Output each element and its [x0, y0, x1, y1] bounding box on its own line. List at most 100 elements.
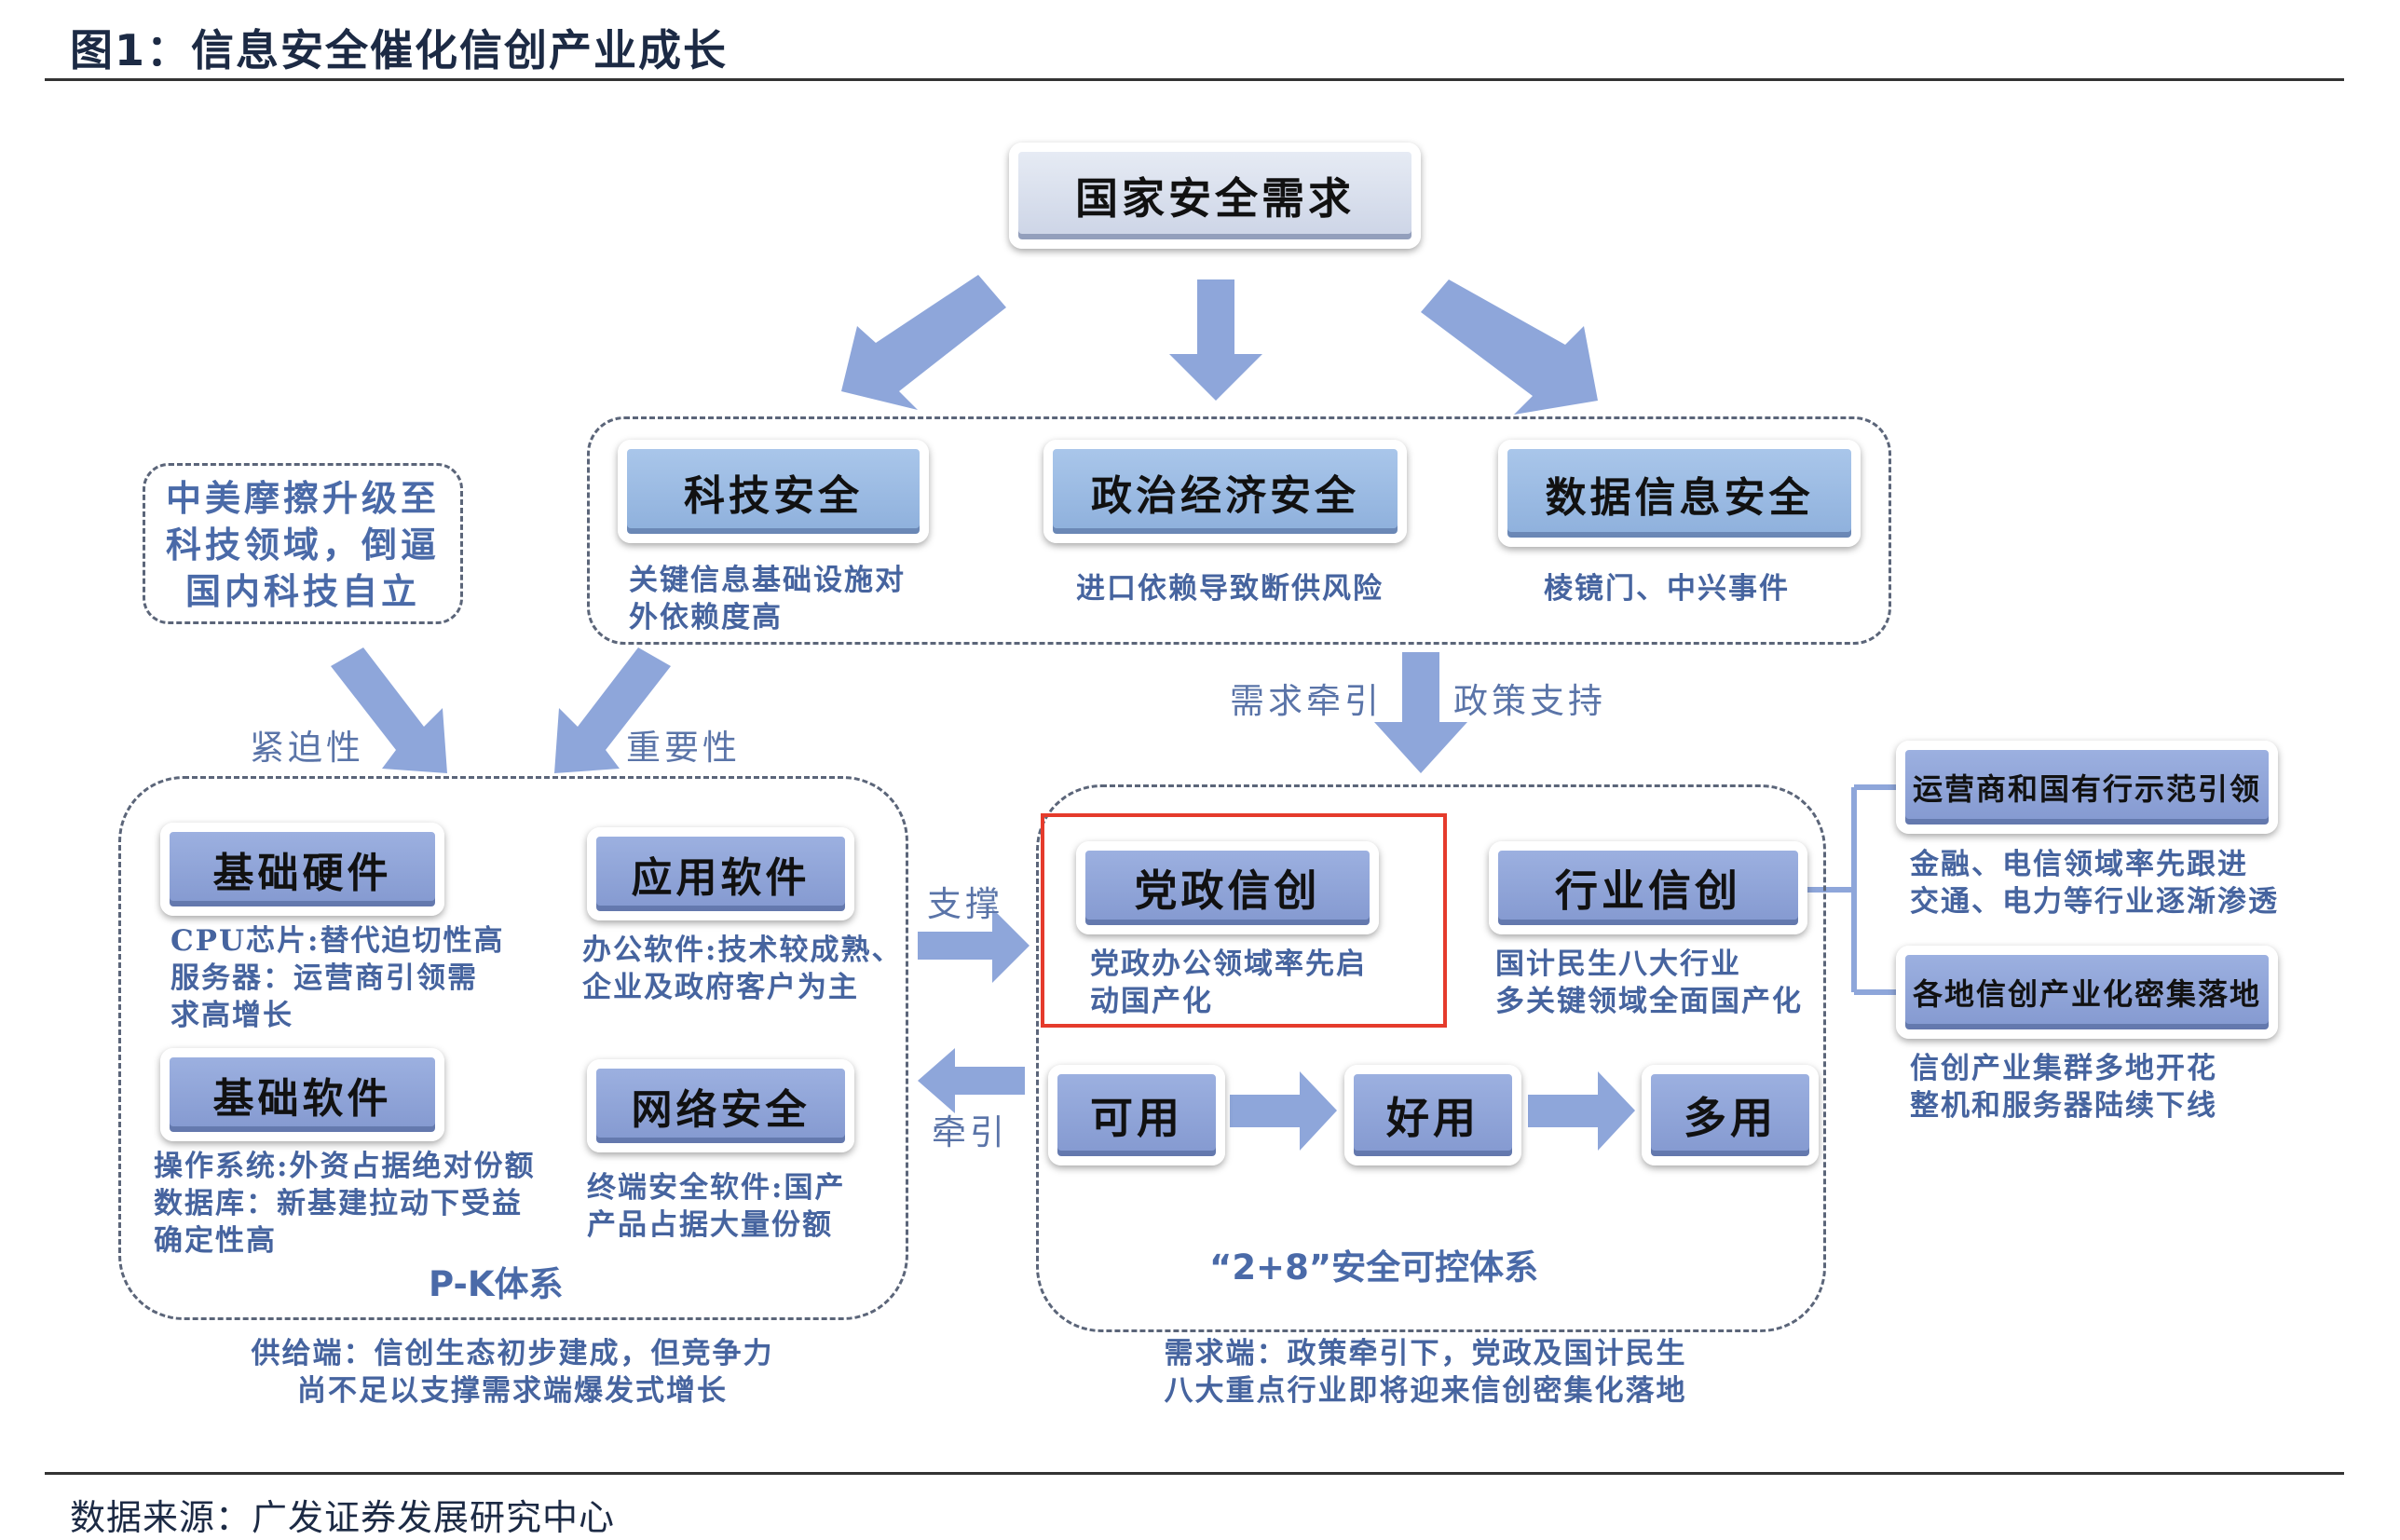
importance-label: 重要性	[626, 728, 741, 768]
caption-line: 棱镜门、中兴事件	[1544, 572, 1790, 606]
caption-line: 确定性高	[154, 1224, 277, 1258]
security-types-container	[587, 416, 1891, 645]
system-2-8-container	[1036, 784, 1826, 1332]
political-economic-security-box: 政治经济安全	[1043, 440, 1407, 543]
industry-xinchuang-box: 行业信创	[1489, 841, 1807, 934]
caption-line: 党政办公领域率先启	[1090, 947, 1367, 981]
network-security-box: 网络安全	[587, 1059, 854, 1152]
arrow-urgency	[331, 647, 447, 773]
stage-good-label: 好用	[1386, 1093, 1480, 1143]
trade-war-text: 中美摩擦升级至 科技领域，倒逼 国内科技自立	[152, 475, 454, 615]
tech-security-label: 科技安全	[684, 471, 863, 520]
regional-industrialization-box: 各地信创产业化密集落地	[1896, 946, 2278, 1039]
political-economic-security-caption: 进口依赖导致断供风险	[1076, 570, 1384, 607]
basic-hardware-box: 基础硬件	[160, 823, 444, 916]
stage-good-box: 好用	[1344, 1065, 1521, 1165]
pk-system-container	[118, 776, 908, 1320]
arrow-pull	[918, 1048, 1025, 1113]
support-label: 支撑	[927, 884, 1003, 924]
national-security-demand-label: 国家安全需求	[1075, 173, 1355, 224]
basic-hardware-caption: CPU芯片:替代迫切性高 服务器：运营商引领需 求高增长	[170, 922, 504, 1034]
pull-label: 牵引	[932, 1112, 1008, 1152]
regional-industrialization-label: 各地信创产业化密集落地	[1912, 976, 2261, 1012]
caption-line: 关键信息基础设施对	[629, 564, 906, 597]
stage-usable-box: 可用	[1048, 1065, 1225, 1165]
caption-line: 企业及政府客户为主	[582, 971, 859, 1004]
data-source: 数据来源：广发证券发展研究中心	[70, 1497, 616, 1538]
arrow-to-tech-security	[841, 275, 1006, 410]
arrow-to-political-security	[1169, 279, 1262, 401]
operators-state-banks-label: 运营商和国有行示范引领	[1912, 771, 2261, 807]
stage-widely-used-box: 多用	[1642, 1065, 1819, 1165]
operators-state-banks-box: 运营商和国有行示范引领	[1896, 741, 2278, 834]
application-software-label: 应用软件	[631, 854, 811, 902]
industry-caption: 国计民生八大行业 多关键领域全面国产化	[1495, 946, 1803, 1020]
caption-line: 外依赖度高	[629, 601, 783, 634]
national-security-demand-box: 国家安全需求	[1009, 143, 1421, 249]
party-gov-caption: 党政办公领域率先启 动国产化	[1090, 946, 1367, 1020]
caption-line: 金融、电信领域率先跟进	[1910, 848, 2248, 881]
policy-support-label: 政策支持	[1453, 681, 1606, 721]
data-security-label: 数据信息安全	[1545, 473, 1814, 522]
tech-security-box: 科技安全	[618, 440, 929, 543]
highlight-frame	[1041, 813, 1447, 1028]
arrow-to-data-security	[1421, 279, 1598, 415]
supply-side-footer: 供给端：信创生态初步建成，但竞争力 尚不足以支撑需求端爆发式增长	[233, 1335, 792, 1410]
caption-line: 办公软件:技术较成熟、	[582, 934, 903, 967]
application-software-caption: 办公软件:技术较成熟、 企业及政府客户为主	[582, 932, 902, 1006]
stage-widely-used-label: 多用	[1684, 1093, 1777, 1143]
basic-software-label: 基础软件	[212, 1075, 392, 1123]
caption-line: 交通、电力等行业逐渐渗透	[1910, 885, 2279, 919]
caption-line: 整机和服务器陆续下线	[1910, 1089, 2217, 1123]
application-software-box: 应用软件	[587, 827, 854, 920]
caption-line: 信创产业集群多地开花	[1910, 1052, 2217, 1085]
basic-hardware-label: 基础硬件	[212, 850, 392, 897]
network-security-label: 网络安全	[631, 1086, 811, 1134]
footer-line: 需求端：政策牵引下，党政及国计民生	[1164, 1337, 1687, 1370]
trade-war-line: 中美摩擦升级至	[165, 477, 440, 519]
caption-line: CPU芯片:替代迫切性高	[170, 924, 505, 958]
data-security-caption: 棱镜门、中兴事件	[1544, 570, 1790, 607]
system-2-8-title: “2+8”安全可控体系	[1209, 1247, 1539, 1288]
footer-line: 尚不足以支撑需求端爆发式增长	[297, 1374, 728, 1408]
footer-line: 八大重点行业即将迎来信创密集化落地	[1164, 1374, 1687, 1408]
caption-line: 操作系统:外资占据绝对份额	[154, 1150, 536, 1183]
branch-connector	[1807, 784, 1896, 995]
network-security-caption: 终端安全软件:国产 产品占据大量份额	[587, 1169, 845, 1244]
trade-war-line: 科技领域，倒逼	[165, 524, 440, 566]
arrow-stage-1	[1230, 1071, 1337, 1151]
pk-system-title: P-K体系	[429, 1264, 564, 1304]
urgency-label: 紧迫性	[250, 728, 364, 768]
caption-line: 动国产化	[1090, 985, 1213, 1018]
arrow-importance	[554, 647, 671, 773]
caption-line: 终端安全软件:国产	[587, 1171, 846, 1205]
demand-pull-label: 需求牵引	[1230, 681, 1383, 721]
caption-line: 国计民生八大行业	[1495, 947, 1741, 981]
caption-line: 进口依赖导致断供风险	[1076, 572, 1384, 606]
trade-war-line: 国内科技自立	[184, 570, 420, 612]
caption-line: 多关键领域全面国产化	[1495, 985, 1803, 1018]
regional-industrialization-caption: 信创产业集群多地开花 整机和服务器陆续下线	[1910, 1050, 2217, 1124]
footer-rule	[45, 1472, 2344, 1475]
figure-title: 图1：信息安全催化信创产业成长	[70, 25, 729, 75]
arrow-support	[918, 908, 1030, 983]
basic-software-caption: 操作系统:外资占据绝对份额 数据库：新基建拉动下受益 确定性高	[154, 1148, 535, 1260]
industry-xinchuang-label: 行业信创	[1555, 865, 1741, 916]
caption-line: 服务器：运营商引领需	[170, 961, 478, 995]
data-security-box: 数据信息安全	[1498, 440, 1861, 547]
stage-usable-label: 可用	[1090, 1093, 1183, 1143]
party-gov-xinchuang-box: 党政信创	[1076, 841, 1379, 934]
footer-line: 供给端：信创生态初步建成，但竞争力	[251, 1337, 774, 1370]
basic-software-box: 基础软件	[160, 1048, 444, 1141]
tech-security-caption: 关键信息基础设施对 外依赖度高	[629, 562, 906, 636]
arrow-stage-2	[1528, 1071, 1635, 1151]
caption-line: 数据库：新基建拉动下受益	[154, 1187, 523, 1220]
demand-side-footer: 需求端：政策牵引下，党政及国计民生 八大重点行业即将迎来信创密集化落地	[1146, 1335, 1705, 1410]
trade-war-box	[143, 463, 463, 624]
party-gov-xinchuang-label: 党政信创	[1134, 865, 1321, 916]
header-rule	[45, 78, 2344, 81]
political-economic-security-label: 政治经济安全	[1091, 471, 1359, 520]
caption-line: 求高增长	[170, 999, 293, 1032]
arrow-to-2-8-system	[1374, 652, 1467, 773]
